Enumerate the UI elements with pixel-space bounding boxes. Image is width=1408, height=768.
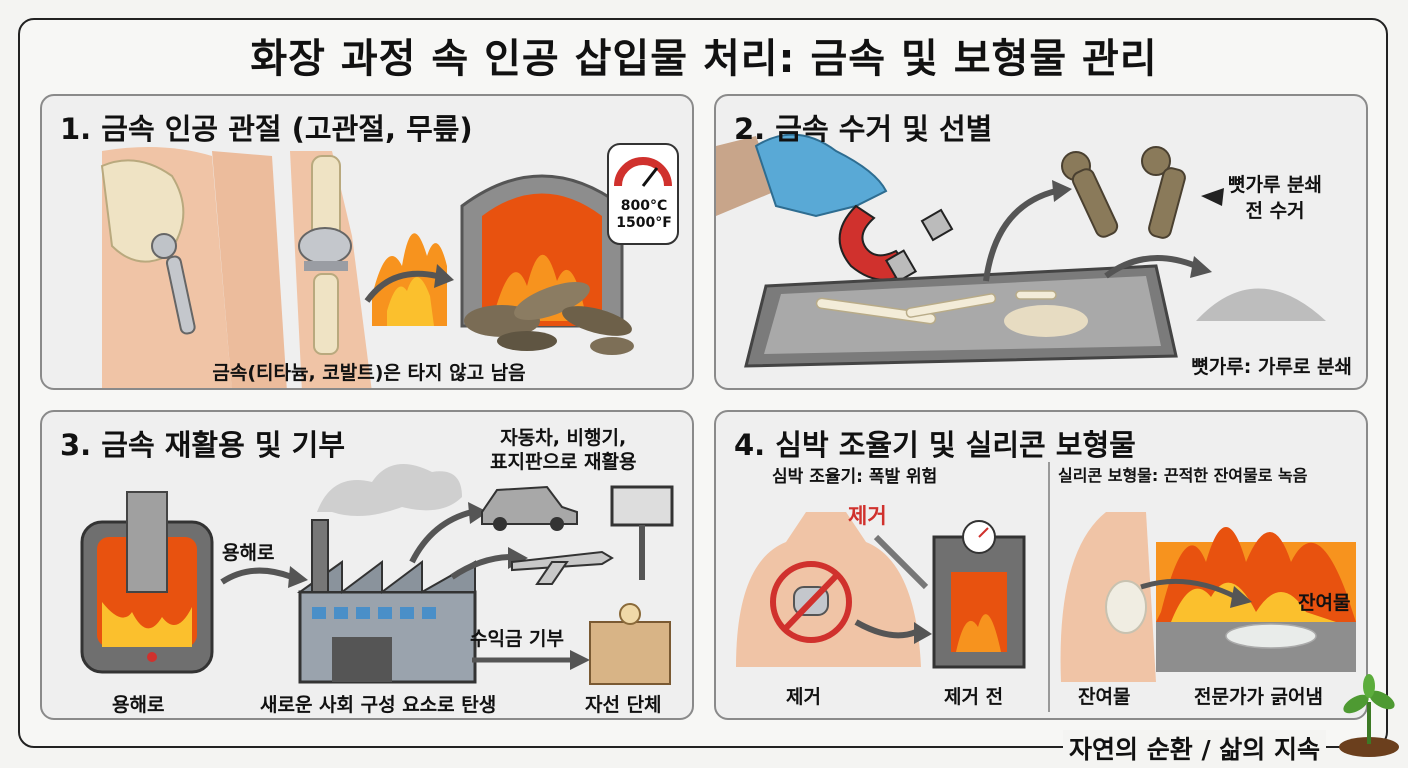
factory	[296, 519, 477, 684]
remove-label-red: 제거	[848, 504, 887, 528]
recovered-implants	[1061, 146, 1186, 239]
sprout-icon	[1339, 674, 1399, 757]
scalpel-icon	[873, 534, 929, 590]
panel-title: 4. 심박 조율기 및 실리콘 보형물	[734, 428, 1136, 462]
panel-pacemaker-silicone: 4. 심박 조율기 및 실리콘 보형물 심박 조율기: 폭발 위험 제거 실리콘…	[714, 410, 1368, 720]
sign-icon	[610, 485, 674, 527]
joint-cremation-illustration	[100, 143, 679, 388]
bone-powder	[1196, 288, 1326, 321]
donation-box	[589, 621, 671, 685]
reuse-label: 자동차, 비행기, 표지판으로 재활용	[490, 427, 637, 473]
caption-charity: 자선 단체	[585, 694, 662, 716]
silicone-subtitle: 실리콘 보형물: 끈적한 잔여물로 녹음	[1058, 466, 1308, 485]
smoke	[317, 464, 462, 516]
panel-title: 2. 금속 수거 및 선별	[734, 112, 993, 146]
footer-line	[1040, 746, 1060, 748]
panel-title: 3. 금속 재활용 및 기부	[60, 428, 346, 462]
pacemaker-subtitle: 심박 조율기: 폭발 위험	[772, 467, 938, 487]
residue-tag: 잔여물	[1298, 592, 1351, 614]
footer-text: 자연의 순환 / 삶의 지속	[1063, 730, 1326, 766]
metal-remains	[464, 282, 634, 355]
gauge-label: 800°C 1500°F	[616, 198, 672, 231]
knee-implant	[298, 227, 352, 265]
caption-before-removal: 제거 전	[944, 686, 1004, 708]
residue	[1225, 623, 1317, 649]
panel-recycling: 3. 금속 재활용 및 기부 자동차, 비행기, 표지판으로 재활용 용해로 수…	[40, 410, 694, 720]
panel-caption: 금속(티타늄, 코발트)은 타지 않고 남음	[212, 362, 526, 384]
metal-sorting-illustration	[716, 133, 1326, 368]
caption-remove: 제거	[786, 686, 821, 708]
caption-factory: 새로운 사회 구성 요소로 탄생	[260, 694, 497, 716]
hip-implant-ball	[151, 233, 177, 259]
caption-residue: 잔여물	[1078, 686, 1131, 708]
prohibit-icon	[770, 561, 852, 643]
torso	[736, 512, 921, 667]
hip-implant-stem	[165, 255, 196, 335]
panel-metal-collection: 2. 금속 수거 및 선별 뼛가루 분쇄 전 수거 뼛가루: 가루로 분쇄	[714, 94, 1368, 390]
caption-scrape: 전문가가 긁어냄	[1194, 686, 1323, 708]
caption-furnace: 용해로	[112, 694, 165, 716]
panel-caption: 뼛가루: 가루로 분쇄	[1191, 356, 1352, 378]
page-title: 화장 과정 속 인공 삽입물 처리: 금속 및 보형물 관리	[250, 36, 1158, 82]
panel-title: 1. 금속 인공 관절 (고관절, 무릎)	[60, 112, 473, 146]
recycling-illustration	[80, 464, 674, 685]
panel-metal-joints: 1. 금속 인공 관절 (고관절, 무릎) 800°C 1500°F 금속(티타…	[40, 94, 694, 390]
silicone-implant	[1105, 580, 1147, 634]
pacemaker-silicone-illustration	[736, 462, 1356, 712]
furnace-arrow-label: 용해로	[222, 542, 275, 564]
glove	[754, 133, 888, 218]
collection-note: 뼛가루 분쇄 전 수거	[1228, 174, 1323, 222]
donate-arrow-label: 수익금 기부	[470, 628, 565, 650]
